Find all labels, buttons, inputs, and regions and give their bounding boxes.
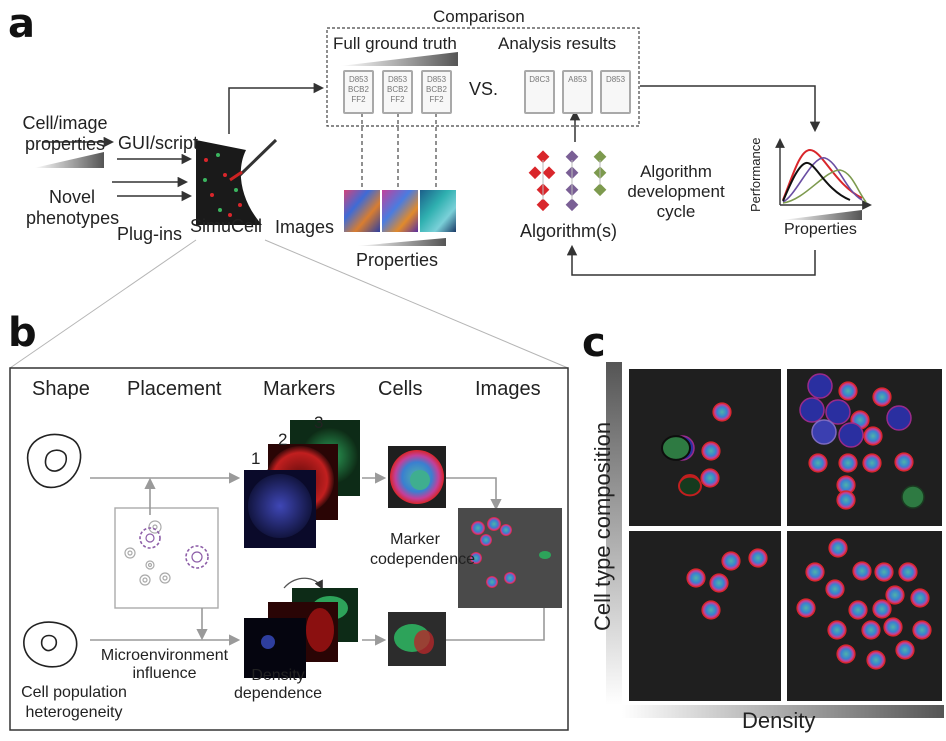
vs-label: VS.	[469, 79, 499, 99]
marker-number-1: 1	[251, 449, 261, 468]
panel-c-letter: c	[582, 320, 606, 366]
cell-normal	[910, 588, 930, 608]
cell-phenotype	[661, 435, 691, 461]
cell-normal	[872, 387, 892, 407]
cell-dark	[886, 405, 912, 431]
analysis-results-label: Analysis results	[498, 34, 617, 53]
algorithms-label: Algorithm(s)	[520, 221, 618, 241]
image-thumbnail-3	[420, 190, 456, 232]
ground-truth-wedge	[340, 52, 458, 66]
density-gradient	[622, 705, 944, 718]
cell-normal	[808, 453, 828, 473]
cell-normal	[852, 561, 872, 581]
brush-handle	[238, 138, 278, 177]
performance-properties-label: Properties	[784, 221, 857, 238]
cell-normal	[872, 599, 892, 619]
cell-normal	[721, 551, 741, 571]
panel-a-letter: a	[8, 1, 35, 47]
cell-normal	[700, 468, 720, 488]
cell-normal	[894, 452, 914, 472]
cell-normal	[861, 620, 881, 640]
cell-dark	[838, 422, 864, 448]
comparison-box	[326, 27, 640, 127]
cell-blue	[811, 419, 837, 445]
cell-population-label: Cell population heterogeneity	[21, 684, 127, 721]
panel-b-letter: b	[8, 310, 37, 356]
novel-phenotypes-label: Novel phenotypes	[26, 187, 120, 228]
cell-normal	[796, 598, 816, 618]
gui-script-label: GUI/script	[118, 133, 199, 153]
cell-normal	[883, 617, 903, 637]
cell-normal	[701, 441, 721, 461]
image-thumbnail-1	[344, 190, 380, 232]
header-images: Images	[475, 378, 541, 400]
cell-normal	[686, 568, 706, 588]
analysis-document-3: D853	[600, 70, 631, 114]
analysis-document-2: A853	[562, 70, 593, 114]
cell-normal	[895, 640, 915, 660]
cell-normal	[828, 538, 848, 558]
cell-normal	[885, 585, 905, 605]
cell-normal	[838, 381, 858, 401]
cell-normal	[805, 562, 825, 582]
analysis-document-1: D8C3	[524, 70, 555, 114]
cell-normal	[836, 490, 856, 510]
cell-normal	[848, 600, 868, 620]
header-shape: Shape	[32, 378, 90, 400]
cell-green	[901, 485, 925, 509]
cell-normal	[838, 453, 858, 473]
density-dependence-label: Density dependence	[233, 667, 323, 702]
header-placement: Placement	[127, 378, 222, 400]
cell-normal	[874, 562, 894, 582]
simucell-label: SimuCell	[190, 216, 263, 236]
plug-ins-label: Plug-ins	[117, 224, 183, 244]
density-axis-label: Density	[742, 708, 816, 733]
marker-bottom-1-image	[244, 618, 306, 678]
cell-normal	[898, 562, 918, 582]
cell-normal	[863, 426, 883, 446]
cell-dark	[807, 373, 833, 399]
performance-axis-label: Performance	[748, 137, 763, 212]
images-properties-wedge	[356, 238, 446, 246]
cell-normal	[748, 548, 768, 568]
cell-phenotype	[678, 475, 702, 497]
microenvironment-influence-label: Microenvironment influence	[100, 647, 229, 682]
composition-axis-label: Cell type composition	[590, 421, 615, 631]
cell-normal	[825, 579, 845, 599]
marker-codependence-label: Marker codependence	[370, 531, 475, 568]
marker-number-2: 2	[278, 430, 288, 449]
simucell-image	[196, 140, 262, 225]
cell-normal	[912, 620, 932, 640]
algorithm-cycle-label: Algorithm development cycle	[627, 162, 725, 221]
images-properties-label: Properties	[356, 250, 439, 270]
cell-normal	[712, 402, 732, 422]
cell-normal	[866, 650, 886, 670]
cell-normal	[709, 573, 729, 593]
image-thumbnail-2	[382, 190, 418, 232]
composition-gradient	[606, 362, 622, 705]
cell-normal	[862, 453, 882, 473]
marker-number-3: 3	[314, 413, 324, 432]
header-markers: Markers	[263, 378, 336, 400]
cell-image-properties-label: Cell/image properties	[22, 113, 108, 154]
ground-truth-label: Full ground truth	[333, 34, 457, 53]
comparison-title: Comparison	[433, 7, 525, 26]
header-cells: Cells	[378, 378, 423, 400]
images-label: Images	[275, 217, 335, 237]
performance-properties-wedge	[782, 210, 862, 220]
cell-properties-wedge	[34, 152, 104, 168]
cell-dark	[799, 397, 825, 423]
cell-normal	[827, 620, 847, 640]
cell-normal	[836, 644, 856, 664]
cell-dark	[825, 399, 851, 425]
cell-normal	[701, 600, 721, 620]
panel-b-box	[9, 367, 569, 731]
